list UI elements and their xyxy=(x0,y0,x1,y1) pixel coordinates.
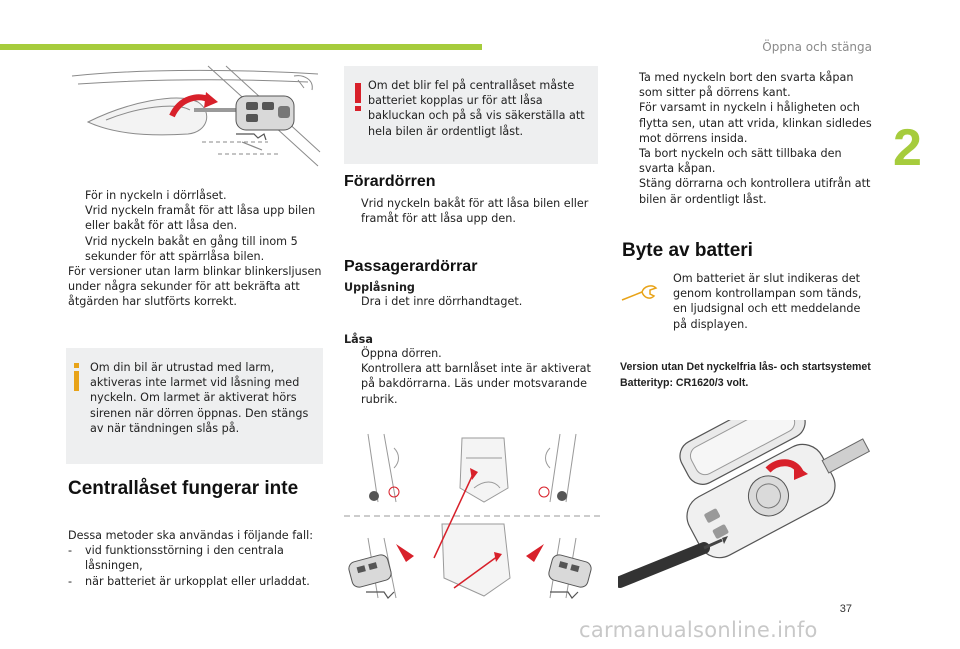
list-item: Öppna dörren. xyxy=(361,347,442,360)
lock-steps: För in nyckeln i dörrlåset. Vrid nyckeln… xyxy=(68,188,326,310)
list-item: Stäng dörrarna och kontrollera utifrån a… xyxy=(639,177,871,206)
section-title: Öppna och stänga xyxy=(762,40,872,54)
central-lock-intro: Dessa metoder ska användas i följande fa… xyxy=(68,529,314,542)
alarm-note: För versioner utan larm blinkar blinkers… xyxy=(68,265,322,309)
list-item: -vid funktionsstörning i den centrala lå… xyxy=(68,544,284,573)
list-item: För in nyckeln i dörrlåset. xyxy=(85,189,227,202)
battery-type: Batterityp: CR1620/3 volt. xyxy=(620,377,749,389)
watermark: carmanualsonline.info xyxy=(579,618,818,642)
unlock-label: Upplåsning xyxy=(344,281,415,294)
passenger-door-illustration xyxy=(344,433,600,599)
list-item: Ta bort nyckeln och sätt tillbaka den sv… xyxy=(639,147,842,176)
list-item: Vrid nyckeln bakåt en gång till inom 5 s… xyxy=(85,234,298,263)
lock-section: Låsa Öppna dörren. Kontrollera att barnl… xyxy=(344,333,600,407)
battery-replacement-illustration xyxy=(618,420,871,588)
central-lock-cases: Dessa metoder ska användas i följande fa… xyxy=(68,528,326,589)
list-item: Ta med nyckeln bort den svarta kåpan som… xyxy=(639,71,854,100)
list-item: Kontrollera att barnlåset inte är aktive… xyxy=(361,362,591,406)
wrench-icon xyxy=(621,285,658,301)
chapter-number: 2 xyxy=(893,119,922,177)
header-accent-bar xyxy=(0,44,482,50)
central-lock-title: Centrallåset fungerar inte xyxy=(68,478,299,499)
list-item: -när batteriet är urkopplat eller urladd… xyxy=(68,574,310,588)
driver-door-title: Förardörren xyxy=(344,173,436,190)
info-icon xyxy=(74,363,79,391)
info-box-text: Om din bil är utrustad med larm, aktiver… xyxy=(90,361,309,435)
battery-text: Om batteriet är slut indikeras det genom… xyxy=(673,272,862,331)
key-steps: Ta med nyckeln bort den svarta kåpan som… xyxy=(622,70,872,207)
list-item: Vrid nyckeln framåt för att låsa upp bil… xyxy=(85,204,316,233)
list-item: För varsamt in nyckeln i hål­igheten och… xyxy=(639,101,872,145)
list-item: Dra i det inre dörrhandtaget. xyxy=(361,295,523,308)
info-box: Om din bil är utrustad med larm, aktiver… xyxy=(66,348,323,464)
list-item: Vrid nyckeln bakåt för att låsa bilen el… xyxy=(361,197,589,226)
lock-label: Låsa xyxy=(344,333,373,346)
driver-door-steps: Vrid nyckeln bakåt för att låsa bilen el… xyxy=(344,196,598,226)
battery-title: Byte av batteri xyxy=(622,240,753,261)
battery-notes: Version utan Det nyckelfria lås- och sta… xyxy=(620,359,890,391)
passenger-doors-title: Passagerardörrar xyxy=(344,258,478,275)
warning-box-text: Om det blir fel på centrallåset måste ba… xyxy=(368,79,585,138)
door-key-illustration xyxy=(71,65,321,167)
version-note: Version utan Det nyckelfria lås- och sta… xyxy=(620,361,871,373)
warning-icon xyxy=(355,83,361,111)
warning-box: Om det blir fel på centrallåset måste ba… xyxy=(344,66,598,164)
unlock-section: Upplåsning Dra i det inre dörrhandtaget. xyxy=(344,281,598,309)
page-number: 37 xyxy=(839,603,852,615)
